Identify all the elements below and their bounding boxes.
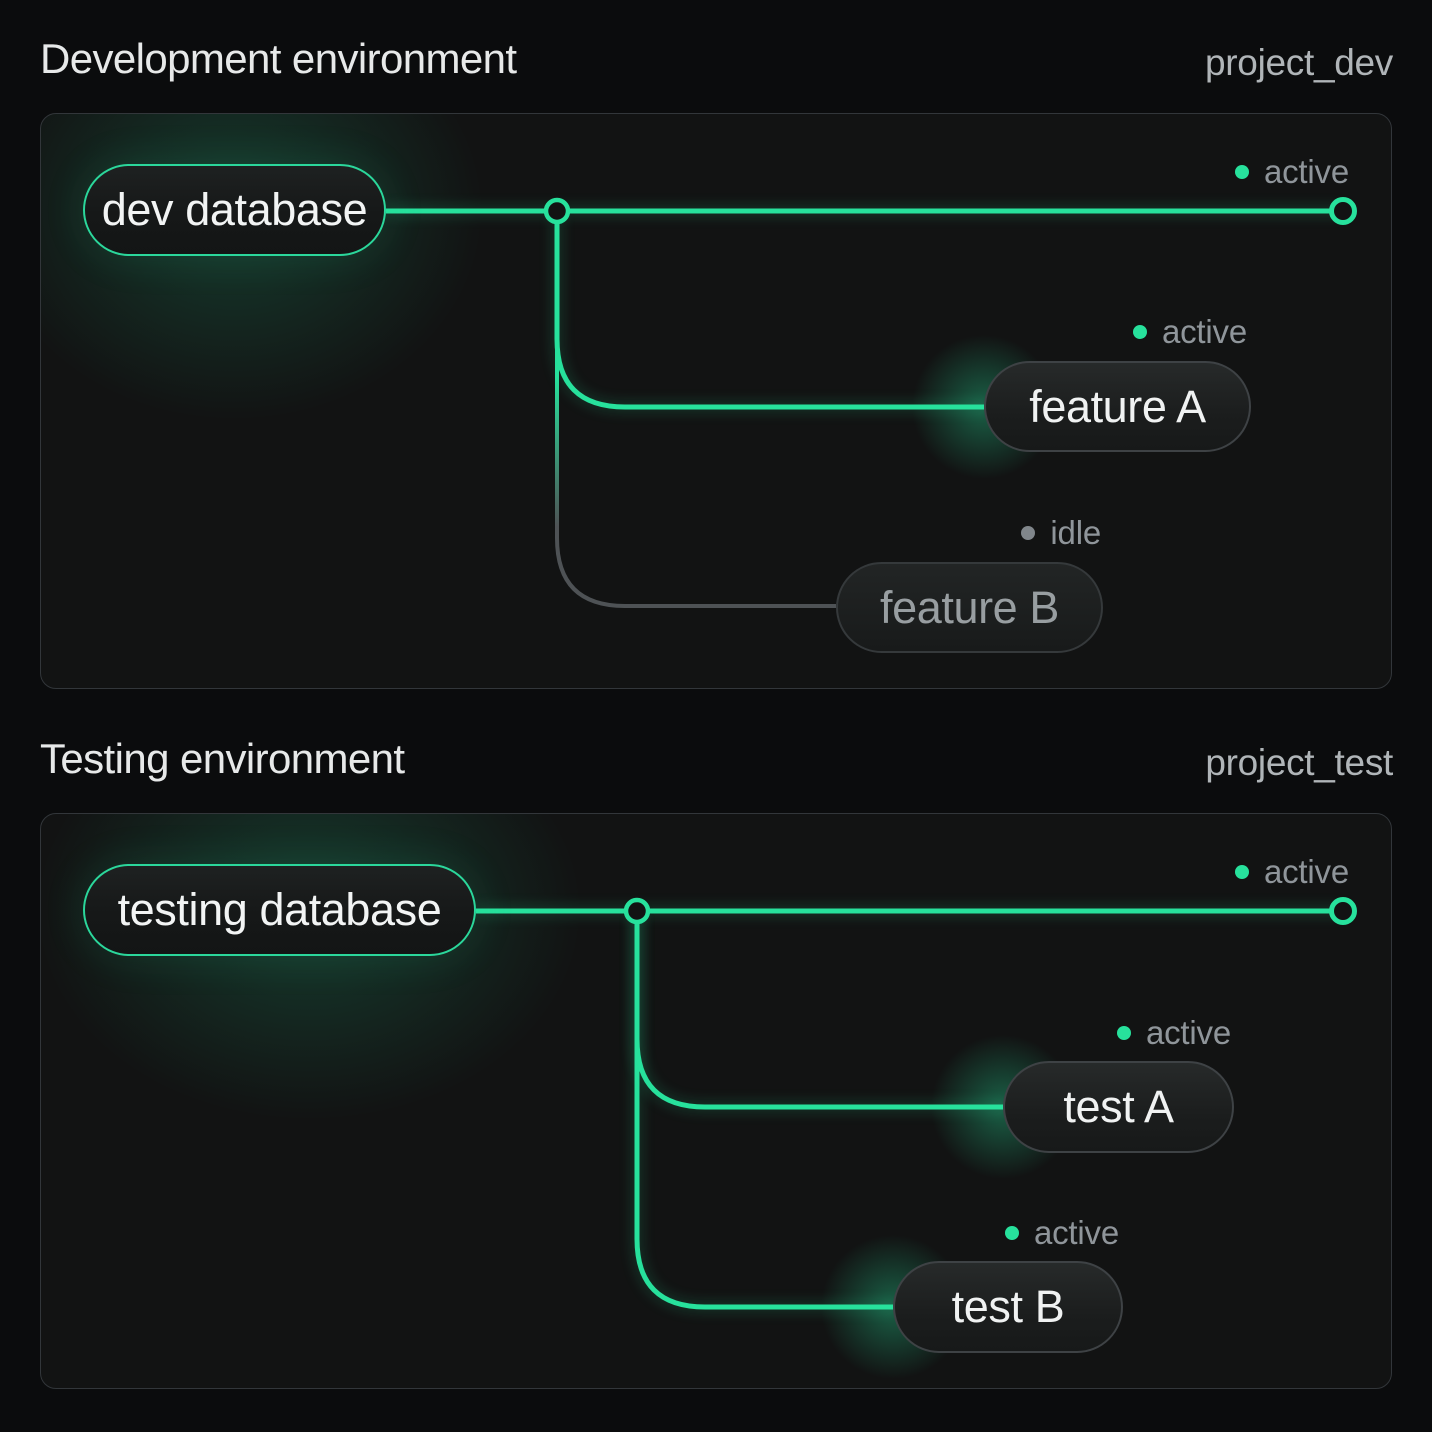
status-dot-icon bbox=[1021, 526, 1036, 540]
branch-pill-test-a[interactable]: test A bbox=[1003, 1061, 1234, 1153]
branch-line-test-a bbox=[634, 911, 1003, 1110]
development-panel: active dev database active feature A idl… bbox=[40, 113, 1392, 689]
endpoint-node bbox=[1329, 897, 1357, 925]
branch-pill-label: test B bbox=[951, 1281, 1065, 1332]
status-badge: active bbox=[1004, 1213, 1119, 1253]
section-title-testing: Testing environment bbox=[40, 735, 405, 782]
section-title-development: Development environment bbox=[40, 35, 517, 82]
project-label-test: project_test bbox=[1205, 742, 1393, 783]
testing-panel: active testing database active test A ac… bbox=[40, 813, 1392, 1389]
test-branch-diagram bbox=[476, 897, 1357, 1310]
status-dot-icon bbox=[1004, 1226, 1019, 1240]
branch-line-feature-a bbox=[554, 211, 984, 410]
dev-branch-diagram bbox=[386, 197, 1357, 608]
status-dot-icon bbox=[1132, 325, 1147, 339]
endpoint-node bbox=[1329, 197, 1357, 225]
branch-pill-test-b[interactable]: test B bbox=[893, 1261, 1123, 1353]
status-dot-icon bbox=[1234, 865, 1249, 879]
status-label: idle bbox=[1050, 514, 1101, 551]
branch-pill-label: test A bbox=[1063, 1081, 1174, 1132]
status-label: active bbox=[1263, 153, 1349, 190]
junction-node bbox=[543, 197, 571, 225]
branch-pill-feature-b[interactable]: feature B bbox=[836, 562, 1103, 653]
status-badge: idle bbox=[1021, 513, 1101, 553]
status-badge: active bbox=[1132, 312, 1247, 352]
status-label: active bbox=[1145, 1014, 1231, 1051]
status-label: active bbox=[1033, 1214, 1119, 1251]
status-badge: active bbox=[1234, 152, 1349, 192]
status-label: active bbox=[1161, 313, 1247, 350]
branch-line-feature-b bbox=[555, 211, 836, 608]
junction-node bbox=[623, 897, 651, 925]
branch-pill-label: feature A bbox=[1029, 380, 1206, 432]
status-badge: active bbox=[1234, 852, 1349, 892]
project-label-dev: project_dev bbox=[1205, 42, 1393, 83]
branch-pill-label: dev database bbox=[101, 184, 368, 235]
status-label: active bbox=[1263, 853, 1349, 890]
branch-pill-testing-database[interactable]: testing database bbox=[83, 864, 476, 956]
branch-line-test-b bbox=[634, 911, 893, 1310]
branch-pill-dev-database[interactable]: dev database bbox=[83, 164, 386, 256]
branch-pill-label: testing database bbox=[117, 884, 442, 935]
status-dot-icon bbox=[1234, 165, 1249, 179]
branch-pill-label: feature B bbox=[879, 581, 1059, 633]
status-dot-icon bbox=[1116, 1026, 1131, 1040]
status-badge: active bbox=[1116, 1013, 1231, 1053]
branch-pill-feature-a[interactable]: feature A bbox=[984, 361, 1251, 452]
